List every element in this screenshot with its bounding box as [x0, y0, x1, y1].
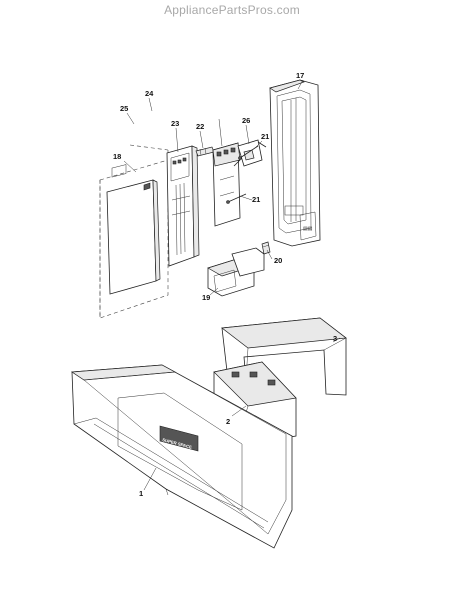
callout-3: 3 — [333, 334, 337, 343]
part-23-control-panel[interactable] — [166, 145, 200, 267]
callout-26: 26 — [242, 116, 250, 125]
callout-24: 24 — [145, 89, 154, 98]
part-21-screws[interactable] — [226, 145, 259, 204]
callout-19: 19 — [202, 293, 210, 302]
callout-17: 17 — [296, 71, 304, 80]
callout-21-upper: 21 — [261, 132, 269, 141]
callout-21-lower: 21 — [252, 195, 260, 204]
watermark: AppliancePartsPros.com — [164, 3, 300, 17]
part-22-connector[interactable] — [195, 146, 215, 157]
part-26-switch-bracket[interactable] — [233, 139, 267, 167]
inner-cover-panel[interactable] — [106, 164, 161, 295]
part-3-top-trim[interactable] — [221, 317, 347, 396]
part-1-front-panel[interactable]: SUPER SPACE — [70, 364, 293, 549]
callout-20: 20 — [274, 256, 282, 265]
callout-1: 1 — [139, 489, 143, 498]
part-17-dispenser-housing[interactable]: ▤▤ — [269, 79, 321, 247]
callout-labels: 17 18 25 24 23 22 26 21 21 20 19 3 2 1 — [113, 71, 337, 498]
part-16-circuit-board[interactable] — [212, 142, 241, 227]
svg-text:▤▤: ▤▤ — [303, 226, 313, 232]
callout-22: 22 — [196, 122, 204, 131]
callout-18: 18 — [113, 152, 121, 161]
leader-lines — [123, 79, 341, 491]
callout-2: 2 — [226, 417, 230, 426]
part-19-actuator[interactable] — [207, 247, 265, 297]
callout-25: 25 — [120, 104, 128, 113]
part-20-fastener[interactable] — [261, 241, 271, 255]
callout-23: 23 — [171, 119, 179, 128]
